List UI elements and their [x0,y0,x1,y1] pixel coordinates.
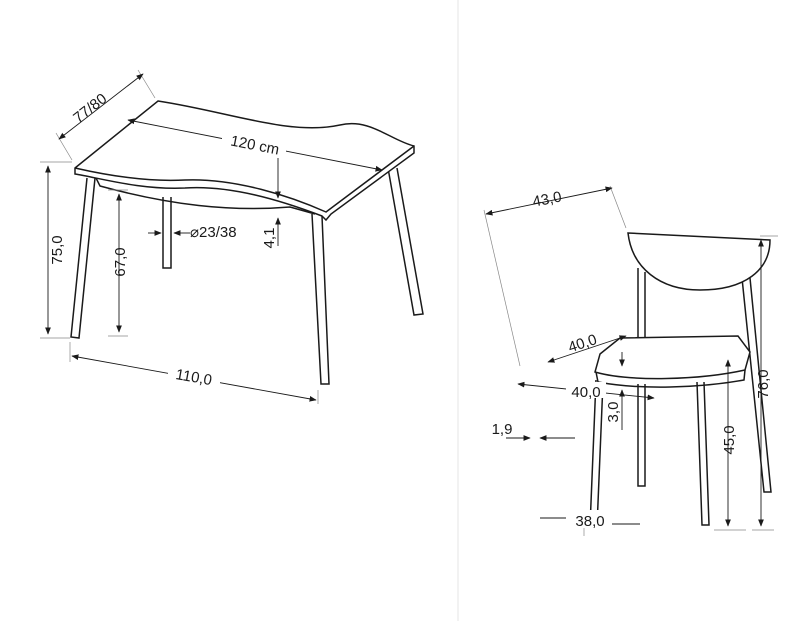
chair-leg-front-left [589,379,604,528]
chair-seat [594,335,751,380]
chair-seat-depth-dimension [547,335,627,363]
chair-leg-diameter-label: 1,9 [492,421,513,438]
chair-seat-depth-label: 40,0 [566,331,599,356]
table-top-edge [74,145,415,213]
table-leg-front-left [70,177,96,339]
table-width-legs-label: 110,0 [174,366,213,389]
table-leg-back-left [162,197,172,269]
table-leg-diameter-label: ⌀23/38 [190,224,237,241]
chair-back-width-dimension [485,186,613,216]
table-drawing: 77/80 120 cm 75,0 67,0 ⌀23/38 4,1 110,0 [40,69,424,404]
chair-leg-back-left [637,384,646,487]
chair-seat-width-label: 40,0 [571,384,600,401]
chair-base-width-label: 38,0 [575,513,604,530]
table-top-thickness-label: 4,1 [261,228,278,249]
chair-total-height-label: 76,0 [755,369,772,398]
table-clearance-label: 67,0 [112,247,129,276]
chair-drawing: 43,0 40,0 40,0 3,0 1,9 76,0 45,0 38,0 [483,185,778,536]
table-leg-front-right [311,213,330,385]
chair-leg-front-right [696,381,710,526]
table-depth-dimension [58,73,144,140]
chair-seat-thickness-label: 3,0 [605,402,622,423]
chair-seat-height-label: 45,0 [721,425,738,454]
chair-backrest [627,232,771,291]
table-depth-label: 77/80 [70,90,110,127]
chair-back-width-label: 43,0 [531,188,563,210]
table-top [74,100,415,222]
table-leg-back-right [387,167,424,316]
table-height-label: 75,0 [49,235,66,264]
